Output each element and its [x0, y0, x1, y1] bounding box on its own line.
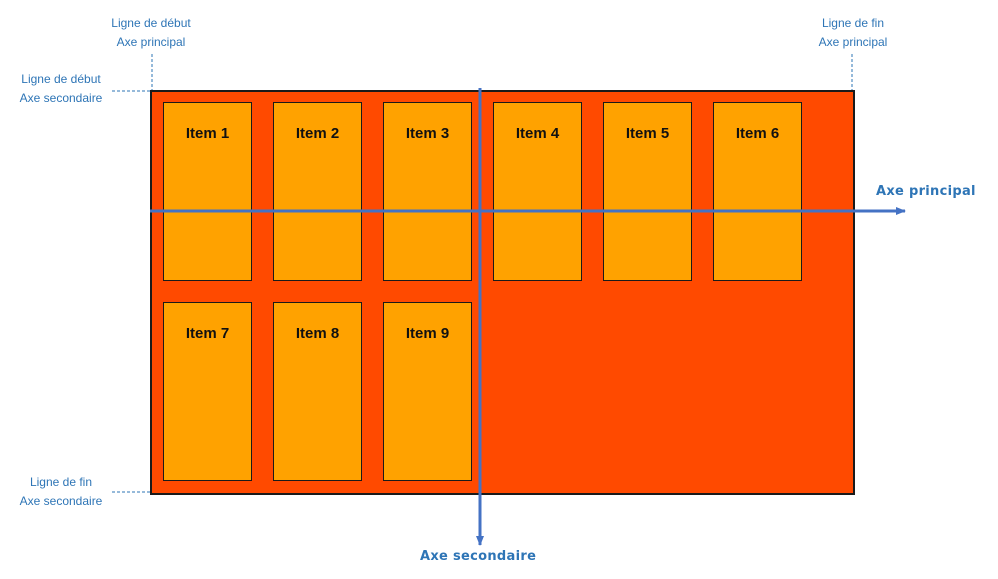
main-start-label-line1: Ligne de début: [111, 16, 191, 30]
flex-item: Item 4: [493, 102, 582, 281]
flex-item: Item 9: [383, 302, 472, 481]
cross-start-label: Ligne de début Axe secondaire: [12, 70, 110, 108]
item-label: Item 7: [185, 325, 230, 342]
cross-axis-title: Axe secondaire: [420, 549, 537, 564]
item-label: Item 5: [625, 125, 670, 142]
flex-item: Item 8: [273, 302, 362, 481]
flex-item: Item 6: [713, 102, 802, 281]
cross-end-label-line1: Ligne de fin: [29, 475, 93, 489]
flex-item: Item 3: [383, 102, 472, 281]
main-axis-title: Axe principal: [876, 184, 976, 199]
item-label: Item 8: [295, 325, 340, 342]
cross-end-label-line2: Axe secondaire: [19, 494, 103, 508]
item-label: Item 4: [515, 125, 560, 142]
flex-item: Item 5: [603, 102, 692, 281]
item-label: Item 2: [295, 125, 340, 142]
cross-end-label: Ligne de fin Axe secondaire: [12, 473, 110, 511]
item-label: Item 3: [405, 125, 450, 142]
item-label: Item 9: [405, 325, 450, 342]
flex-item: Item 1: [163, 102, 252, 281]
main-start-label-line2: Axe principal: [116, 35, 186, 49]
cross-start-label-line2: Axe secondaire: [19, 91, 103, 105]
main-start-label: Ligne de début Axe principal: [110, 14, 192, 52]
flex-container: Item 1 Item 2 Item 3 Item 4 Item 5 Item …: [150, 90, 855, 495]
cross-start-label-line1: Ligne de début: [21, 72, 101, 86]
main-end-label-line1: Ligne de fin: [821, 16, 885, 30]
item-label: Item 6: [735, 125, 780, 142]
flex-item: Item 2: [273, 102, 362, 281]
flex-item: Item 7: [163, 302, 252, 481]
item-label: Item 1: [185, 125, 230, 142]
main-end-label-line2: Axe principal: [818, 35, 888, 49]
main-end-label: Ligne de fin Axe principal: [808, 14, 898, 52]
